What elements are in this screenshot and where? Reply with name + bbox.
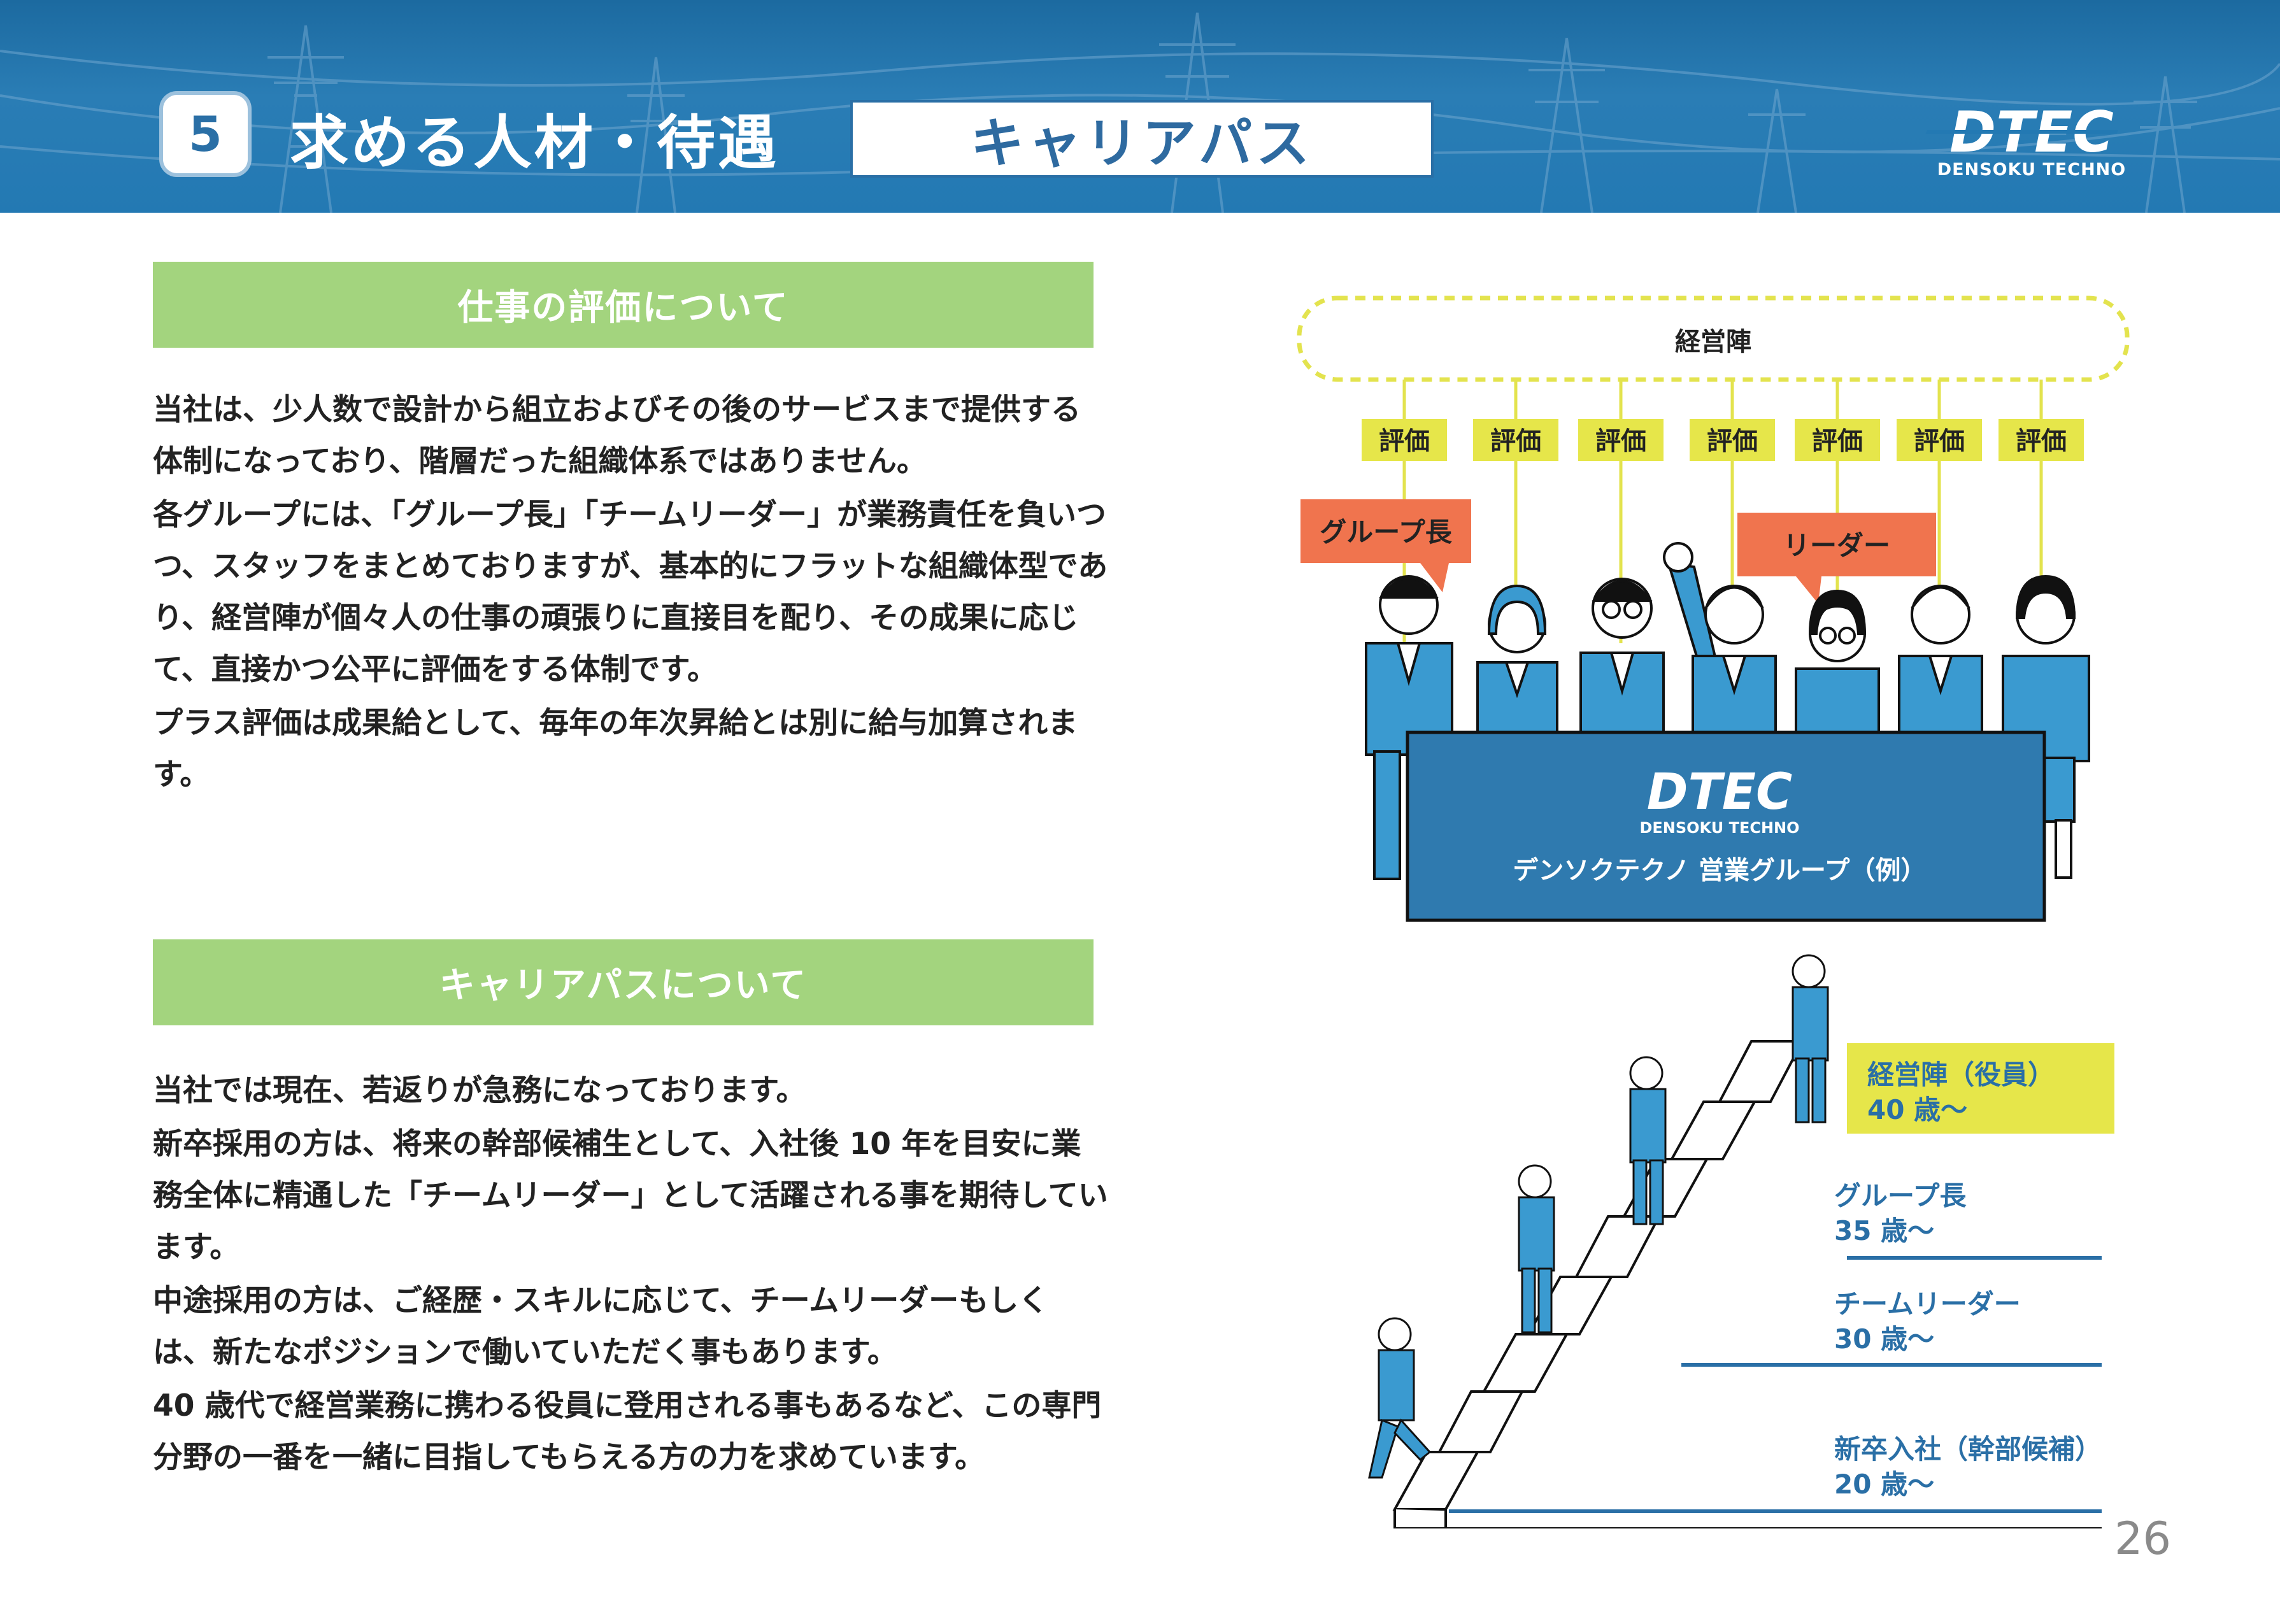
svg-text:グループ長: グループ長	[1320, 516, 1452, 548]
management-box	[1297, 296, 2130, 382]
paragraph: 当社では現在、若返りが急務になっております。	[153, 1073, 806, 1108]
evaluation-tag: 評価	[1812, 427, 1863, 456]
tower-1	[267, 25, 344, 213]
career-ladder-diagram: 経営陣（役員） 40 歳〜 グループ長 35 歳〜 チームリーダー 30 歳〜 …	[1368, 954, 2114, 1528]
evaluation-tag: 評価	[1595, 427, 1646, 456]
page-number: 26	[2114, 1513, 2172, 1565]
page-subtitle: キャリアパス	[850, 100, 1434, 178]
evaluation-tag: 評価	[2016, 427, 2067, 456]
page-title: 求める人材・待遇	[290, 109, 780, 177]
evaluation-tag: 評価	[1707, 427, 1758, 456]
board-logo: DTEC	[1647, 764, 1792, 821]
evaluation-tag: 評価	[1914, 427, 1965, 456]
level-title: 経営陣（役員）	[1867, 1059, 2055, 1090]
paragraph: 40 歳代で経営業務に携わる役員に登用される事もあるなど、この専門分野の一番を一…	[153, 1388, 1102, 1475]
level-title: 新卒入社（幹部候補）	[1834, 1434, 2102, 1465]
section-heading-evaluation: 仕事の評価について	[153, 262, 1094, 348]
paragraph: プラス評価は成果給として、毎年の年次昇給とは別に給与加算されます。	[153, 706, 1078, 792]
level-age: 30 歳〜	[1834, 1323, 1934, 1355]
evaluation-tag: 評価	[1379, 427, 1430, 456]
level-title: グループ長	[1834, 1180, 1967, 1211]
evaluation-tag: 評価	[1490, 427, 1541, 456]
person-executive	[1792, 954, 1829, 1123]
section-heading-career-path: キャリアパスについて	[153, 939, 1094, 1025]
career-path-text: 当社では現在、若返りが急務になっております。 新卒採用の方は、将来の幹部候補生と…	[153, 1065, 1108, 1485]
dtec-logo: DTEC DENSOKU TECHNO	[1925, 102, 2126, 180]
leader-callout: リーダー	[1737, 513, 1936, 604]
paragraph: 各グループには、「グループ長」「チームリーダー」が業務責任を負いつつ、スタッフを…	[153, 497, 1108, 687]
person-team-leader	[1518, 1164, 1555, 1334]
board-caption: デンソクテクノ 営業グループ（例）	[1513, 856, 1926, 885]
level-age: 40 歳〜	[1867, 1094, 1967, 1125]
org-evaluation-diagram: 経営陣 評価 評価 評価 評価 評価 評価 評価 グループ長 リーダー	[1297, 296, 2130, 922]
svg-text:リーダー: リーダー	[1783, 530, 1890, 561]
management-label: 経営陣	[1675, 327, 1751, 357]
level-age: 35 歳〜	[1834, 1215, 1934, 1246]
level-age: 20 歳〜	[1834, 1469, 1934, 1500]
evaluation-text: 当社は、少人数で設計から組立およびその後のサービスまで提供する体制になっており、…	[153, 384, 1108, 802]
logo-subtext: DENSOKU TECHNO	[1937, 160, 2126, 180]
section-number-badge: 5	[159, 91, 252, 177]
person-group-leader	[1629, 1056, 1667, 1225]
paragraph: 当社は、少人数で設計から組立およびその後のサービスまで提供する体制になっており、…	[153, 392, 1081, 479]
paragraph: 中途採用の方は、ご経歴・スキルに応じて、チームリーダーもしくは、新たなポジション…	[153, 1283, 1049, 1370]
group-leader-callout: グループ長	[1300, 499, 1471, 592]
top-level-highlight	[1847, 1043, 2114, 1134]
level-title: チームリーダー	[1834, 1288, 2021, 1320]
paragraph: 新卒採用の方は、将来の幹部候補生として、入社後 10 年を目安に業務全体に精通し…	[153, 1127, 1108, 1265]
person-climbing	[1368, 1317, 1432, 1479]
group-board	[1406, 730, 2046, 922]
person-figure-leader	[1663, 542, 1777, 759]
board-logo-subtext: DENSOKU TECHNO	[1639, 819, 1799, 837]
